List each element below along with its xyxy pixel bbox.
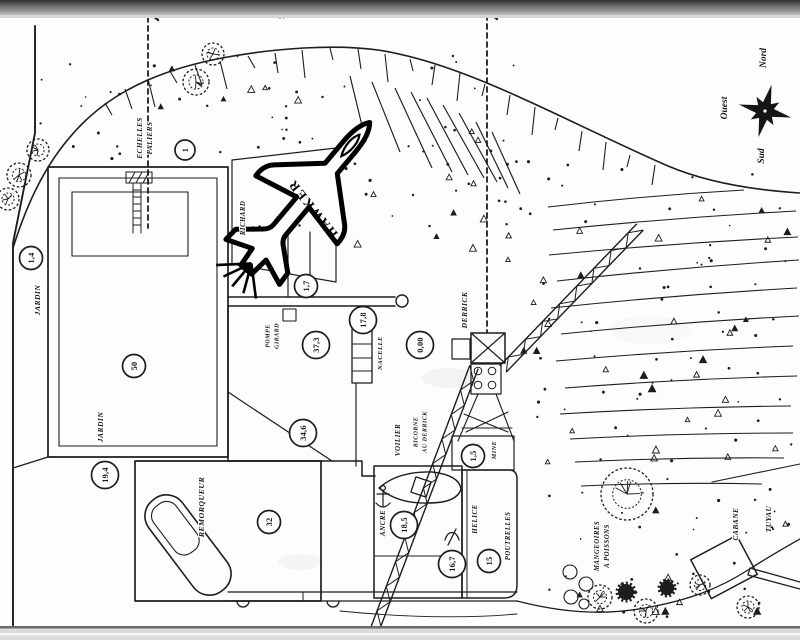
label-voilier: VOILIER xyxy=(394,424,402,456)
depth-marker: 0,00 xyxy=(405,330,435,360)
depth-value: 1,4 xyxy=(27,252,36,264)
quarry-rim xyxy=(12,46,800,249)
label-jardin-sud: JARDIN xyxy=(96,412,105,444)
scan-smudges xyxy=(278,316,690,570)
window-bottom-edge xyxy=(0,626,800,640)
derrick-booms xyxy=(367,223,644,639)
compass-south-label: Sud xyxy=(757,148,767,164)
map-linework xyxy=(12,0,800,627)
depth-value: 1,7 xyxy=(302,280,311,291)
depth-marker: 1,7 xyxy=(293,273,319,299)
label-tuyau: TUYAU xyxy=(764,506,773,533)
depth-value: 1 xyxy=(181,148,190,152)
depth-value: 50 xyxy=(130,362,139,371)
compass-west-label: Ouest xyxy=(720,96,730,119)
propeller-icon xyxy=(444,528,460,546)
label-richard: RICHARD xyxy=(240,201,247,236)
depth-marker: 1 xyxy=(174,139,196,161)
labels-and-depths: 1 1,4 50 1,7 37,3 17,8 0,00 34,6 19,4 32 18,5 16,7 1… xyxy=(18,116,774,579)
tail-fan xyxy=(216,262,258,299)
label-derrick: DERRICK xyxy=(460,291,469,329)
label-cabane: CABANE xyxy=(731,508,740,541)
label-jardin-nord: JARDIN xyxy=(33,285,42,317)
anchor-icon xyxy=(375,485,391,508)
map-left-border xyxy=(12,25,36,627)
depth-value: 17,8 xyxy=(359,312,368,327)
sailboat xyxy=(378,471,462,504)
label-mine: MINE xyxy=(491,441,498,461)
label-nacelle: NACELLE xyxy=(377,336,384,371)
mine-box xyxy=(451,435,515,471)
depth-value: 34,6 xyxy=(299,425,308,440)
depth-marker: 15 xyxy=(476,548,502,574)
window-top-edge xyxy=(0,0,800,18)
depth-value: 37,3 xyxy=(312,337,321,352)
shoreline xyxy=(516,538,800,613)
ladder-echelles xyxy=(125,171,153,234)
depth-value: 18,5 xyxy=(400,517,409,532)
tuyau-pipe xyxy=(711,463,800,590)
depth-value: 1,5 xyxy=(469,450,478,461)
depth-value: 19,4 xyxy=(101,467,110,483)
depth-value: 16,7 xyxy=(448,556,457,571)
cabane-hut xyxy=(689,534,759,600)
derrick-structure xyxy=(451,332,515,442)
depth-marker: 34,6 xyxy=(288,418,318,448)
depth-marker: 50 xyxy=(121,353,147,379)
cockpit-canopy xyxy=(339,133,361,159)
tugboat xyxy=(144,494,232,596)
depth-marker: 1,4 xyxy=(18,245,44,271)
depth-marker: 32 xyxy=(256,509,282,535)
compass-rose: Nord Ouest Sud xyxy=(720,48,792,164)
depth-marker: 17,8 xyxy=(348,305,378,335)
depth-marker: 19,4 xyxy=(90,460,120,490)
terrain-texture xyxy=(39,47,800,618)
label-remorqueur: REMORQUEUR xyxy=(197,477,206,538)
terrace xyxy=(227,305,376,477)
depth-marker: 37,3 xyxy=(301,330,331,360)
depth-marker: 1,5 xyxy=(460,443,486,469)
depth-marker: 18,5 xyxy=(389,510,419,540)
label-helice: HELICE xyxy=(471,504,479,534)
compass-north-label: Nord xyxy=(759,48,769,69)
hawker-aircraft xyxy=(216,119,373,299)
depth-value: 0,00 xyxy=(416,337,425,352)
depth-value: 32 xyxy=(265,518,274,527)
stones xyxy=(562,564,594,610)
quay xyxy=(227,538,800,618)
depth-value: 15 xyxy=(485,557,494,566)
depth-marker: 16,7 xyxy=(437,549,467,579)
trees xyxy=(0,42,760,624)
label-poutrelles: POUTRELLES xyxy=(505,512,512,561)
label-ancre: ANCRE xyxy=(379,510,387,537)
